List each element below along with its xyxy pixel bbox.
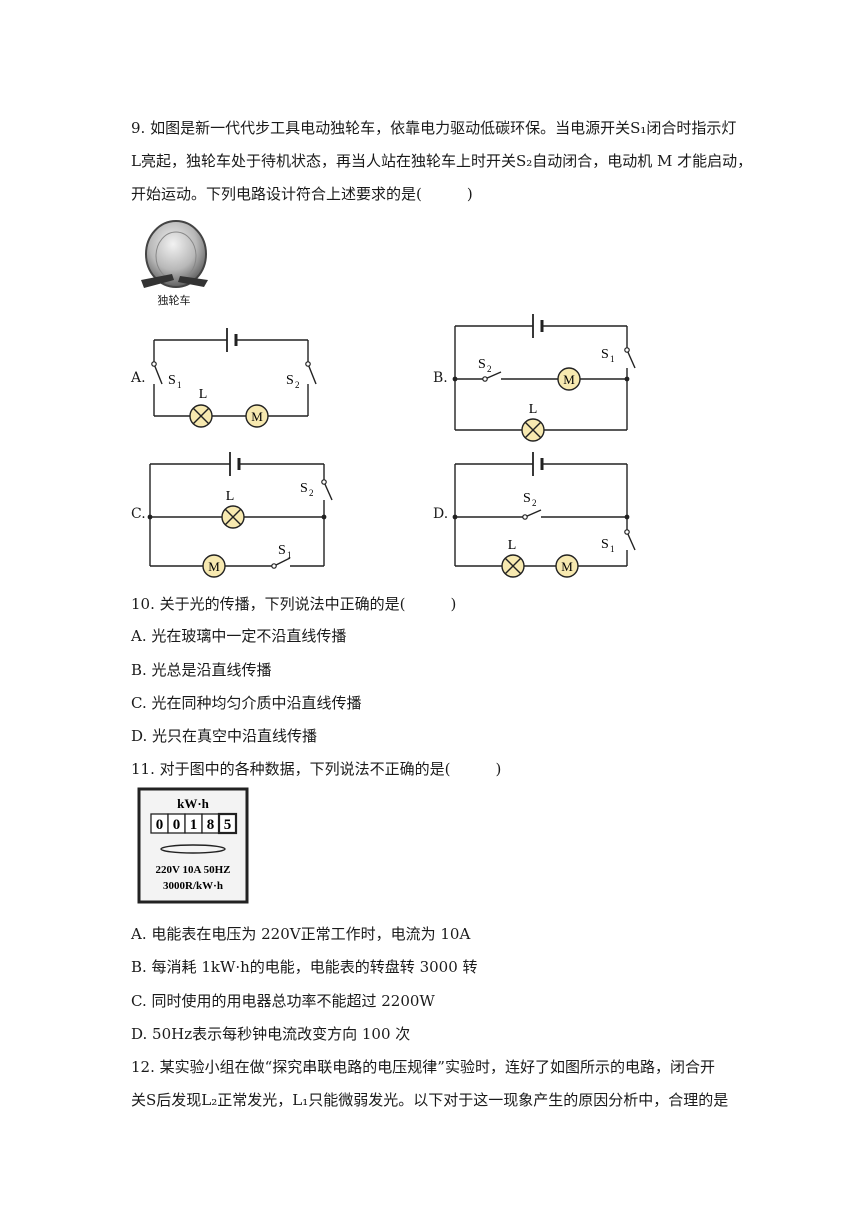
svg-text:S: S (300, 481, 308, 496)
svg-text:1: 1 (610, 354, 615, 364)
svg-text:M: M (251, 409, 263, 424)
svg-text:M: M (208, 559, 220, 574)
unicycle-image: 独轮车 (141, 220, 208, 307)
meter-disc (160, 844, 226, 854)
q11-choice-b: B. 每消耗 1kW·h的电能，电能表的转盘转 3000 转 (131, 958, 478, 976)
circuit-b: M L S 2 S 1 (452, 314, 636, 442)
q12-line-2: 关S后发现L₂正常发光，L₁只能微弱发光。以下对于这一现象产生的原因分析中，合理… (131, 1091, 729, 1109)
q9-line-3: 开始运动。下列电路设计符合上述要求的是( ) (131, 185, 473, 203)
electricity-meter: kW·h 0 0 1 8 5 220V 10A 50HZ 3000R/kW·h (137, 787, 249, 904)
circuit-d: L M S 2 S 1 (452, 452, 636, 578)
meter-unit: kW·h (177, 796, 210, 811)
q9-option-a-label: A. (131, 370, 146, 386)
q11-choice-a: A. 电能表在电压为 220V正常工作时，电流为 10A (131, 925, 471, 943)
svg-text:S: S (523, 491, 531, 506)
svg-text:L: L (529, 402, 538, 417)
svg-text:2: 2 (487, 364, 492, 374)
meter-spec-1: 220V 10A 50HZ (156, 864, 231, 876)
svg-text:S: S (286, 373, 294, 388)
svg-text:S: S (601, 537, 609, 552)
q11-stem: 11. 对于图中的各种数据，下列说法不正确的是( ) (131, 760, 502, 778)
circuit-c: L M S 2 S 1 (147, 452, 333, 578)
svg-text:1: 1 (287, 550, 292, 560)
meter-digit-5: 5 (224, 817, 232, 833)
svg-text:L: L (226, 489, 235, 504)
svg-text:S: S (278, 543, 286, 558)
q10-choice-c: C. 光在同种均匀介质中沿直线传播 (131, 694, 362, 712)
svg-text:1: 1 (177, 380, 182, 390)
q10-choice-b: B. 光总是沿直线传播 (131, 661, 272, 679)
meter-digit-4: 8 (207, 817, 215, 833)
svg-text:M: M (561, 559, 573, 574)
meter-digit-1: 0 (156, 817, 164, 833)
meter-digit-2: 0 (173, 817, 181, 833)
svg-text:S: S (601, 347, 609, 362)
q9-option-c-label: C. (131, 506, 146, 522)
q10-stem: 10. 关于光的传播，下列说法中正确的是( ) (131, 595, 457, 613)
q9-line-2: L亮起，独轮车处于待机状态，再当人站在独轮车上时开关S₂自动闭合，电动机 M 才… (131, 152, 753, 170)
meter-digit-3: 1 (190, 817, 198, 833)
q12-line-1: 12. 某实验小组在做“探究串联电路的电压规律”实验时，连好了如图所示的电路，闭… (131, 1058, 715, 1076)
svg-text:L: L (199, 387, 208, 402)
svg-text:2: 2 (309, 488, 314, 498)
q9-line-1: 9. 如图是新一代代步工具电动独轮车，依靠电力驱动低碳环保。当电源开关S₁闭合时… (131, 119, 737, 137)
q10-choice-a: A. 光在玻璃中一定不沿直线传播 (131, 627, 347, 645)
svg-text:1: 1 (610, 544, 615, 554)
svg-text:S: S (168, 373, 176, 388)
svg-text:L: L (508, 538, 517, 553)
unicycle-caption: 独轮车 (158, 293, 191, 307)
q10-choice-d: D. 光只在真空中沿直线传播 (131, 727, 318, 745)
meter-spec-2: 3000R/kW·h (163, 880, 223, 892)
q9-option-b-label: B. (433, 370, 448, 386)
q11-choice-c: C. 同时使用的用电器总功率不能超过 2200W (131, 992, 435, 1010)
svg-text:M: M (563, 372, 575, 387)
svg-text:2: 2 (532, 498, 537, 508)
q9-option-d-label: D. (433, 506, 449, 522)
svg-text:2: 2 (295, 380, 300, 390)
q11-choice-d: D. 50Hz表示每秒钟电流改变方向 100 次 (131, 1025, 411, 1043)
circuit-a: M L S 1 S 2 (151, 328, 317, 428)
svg-text:S: S (478, 357, 486, 372)
